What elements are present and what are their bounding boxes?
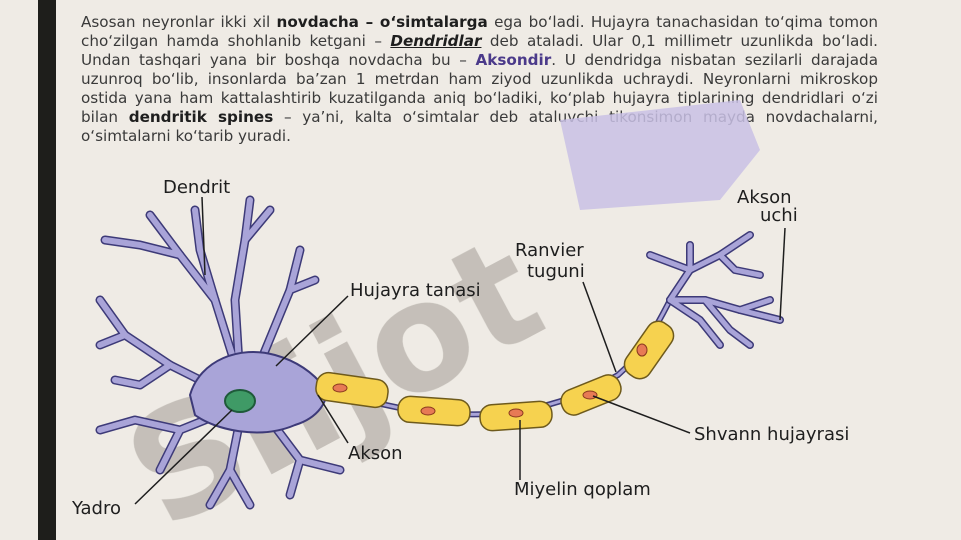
schwann-nucleus xyxy=(420,406,436,416)
label-yadro: Yadro xyxy=(71,498,121,519)
left-accent-bar xyxy=(38,0,56,540)
label-akson: Akson xyxy=(348,443,403,464)
text-span: ega bo‘ladi. Hujayra tanachasidan to‘qim… xyxy=(81,13,878,50)
nucleus xyxy=(224,389,256,413)
schwann-nucleus xyxy=(636,343,648,357)
bold-term-dendritik-spines: dendritik spines xyxy=(128,108,274,126)
watermark-purple-shape xyxy=(560,100,760,210)
bold-term-novdacha: novdacha – o‘simtalarga xyxy=(276,13,488,31)
dendrites xyxy=(95,195,345,510)
text-span: Asosan neyronlar ikki xil xyxy=(81,13,277,31)
label-akson-uchi-line1: Akson xyxy=(737,187,792,208)
schwann-nucleus xyxy=(332,383,348,393)
description-paragraph: Asosan neyronlar ikki xil novdacha – o‘s… xyxy=(81,13,878,146)
myelin-segment xyxy=(623,320,675,380)
axon-terminal xyxy=(646,231,784,349)
leader-lines xyxy=(134,196,786,505)
myelin-segment xyxy=(315,371,389,409)
label-ranvier-line2: tuguni xyxy=(527,261,585,282)
text-span: . U dendridga nisbatan sezilarli darajad… xyxy=(81,51,878,126)
label-shvann-hujayrasi: Shvann hujayrasi xyxy=(694,424,849,445)
label-miyelin-qoplam: Miyelin qoplam xyxy=(514,479,651,500)
schwann-nucleus xyxy=(582,390,598,400)
bold-term-dendridlar: Dendridlar xyxy=(390,32,482,50)
label-akson-uchi-line2: uchi xyxy=(760,205,798,226)
text-span: deb ataladi. Ular 0,1 millimetr uzunlikd… xyxy=(81,32,878,69)
bold-term-aksondir: Aksondir xyxy=(475,51,552,69)
schwann-nucleus xyxy=(508,408,524,418)
label-hujayra-tanasi: Hujayra tanasi xyxy=(350,280,481,301)
label-dendrit: Dendrit xyxy=(163,177,230,198)
label-ranvier-line1: Ranvier xyxy=(515,240,584,261)
